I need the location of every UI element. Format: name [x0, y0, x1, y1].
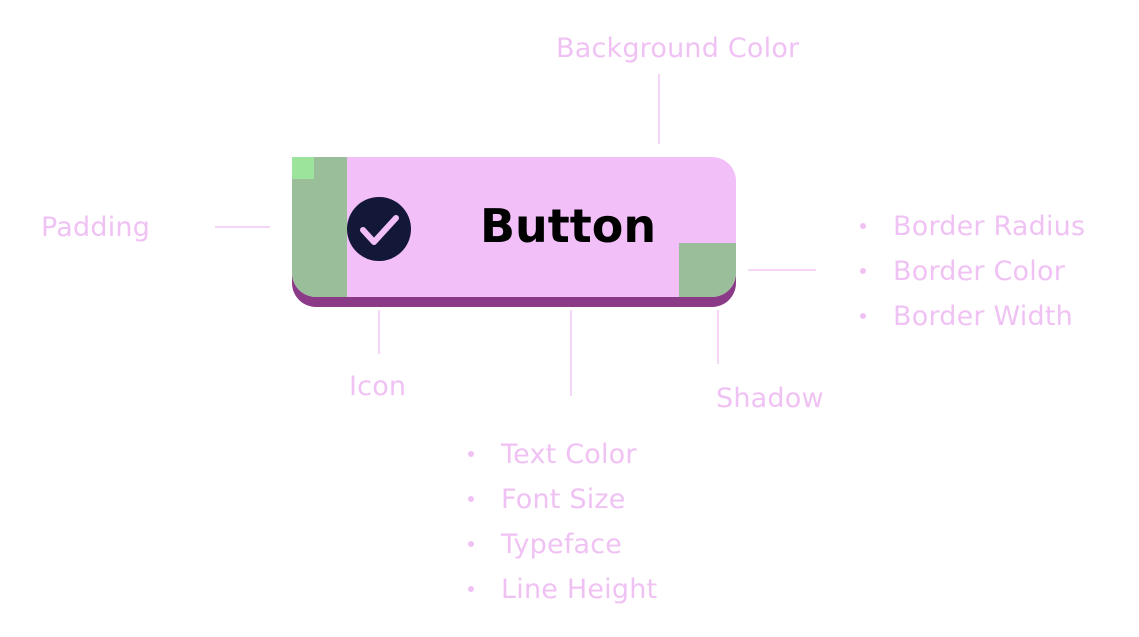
padding-highlight-left — [292, 157, 347, 297]
list-item: Text Color — [466, 441, 657, 468]
list-item: Border Color — [858, 258, 1085, 285]
list-item: Font Size — [466, 486, 657, 513]
check-circle-icon — [347, 197, 411, 261]
list-item: Typeface — [466, 531, 657, 558]
background-color-label: Background Color — [556, 33, 800, 64]
padding-highlight-right — [679, 243, 736, 297]
list-item: Border Radius — [858, 213, 1085, 240]
shadow-connector — [717, 310, 719, 364]
list-item: Border Width — [858, 303, 1085, 330]
icon-connector — [378, 310, 380, 354]
padding-highlight-corner — [292, 157, 314, 179]
shadow-label: Shadow — [716, 383, 824, 414]
background-color-connector — [658, 74, 660, 144]
icon-label: Icon — [349, 371, 407, 402]
padding-label: Padding — [41, 212, 151, 243]
text-connector — [570, 310, 572, 396]
border-connector — [748, 269, 816, 271]
padding-connector — [215, 226, 270, 228]
list-item: Line Height — [466, 576, 657, 603]
border-properties-list: Border Radius Border Color Border Width — [858, 213, 1085, 348]
text-properties-list: Text Color Font Size Typeface Line Heigh… — [466, 441, 657, 621]
button-label: Button — [480, 199, 657, 253]
